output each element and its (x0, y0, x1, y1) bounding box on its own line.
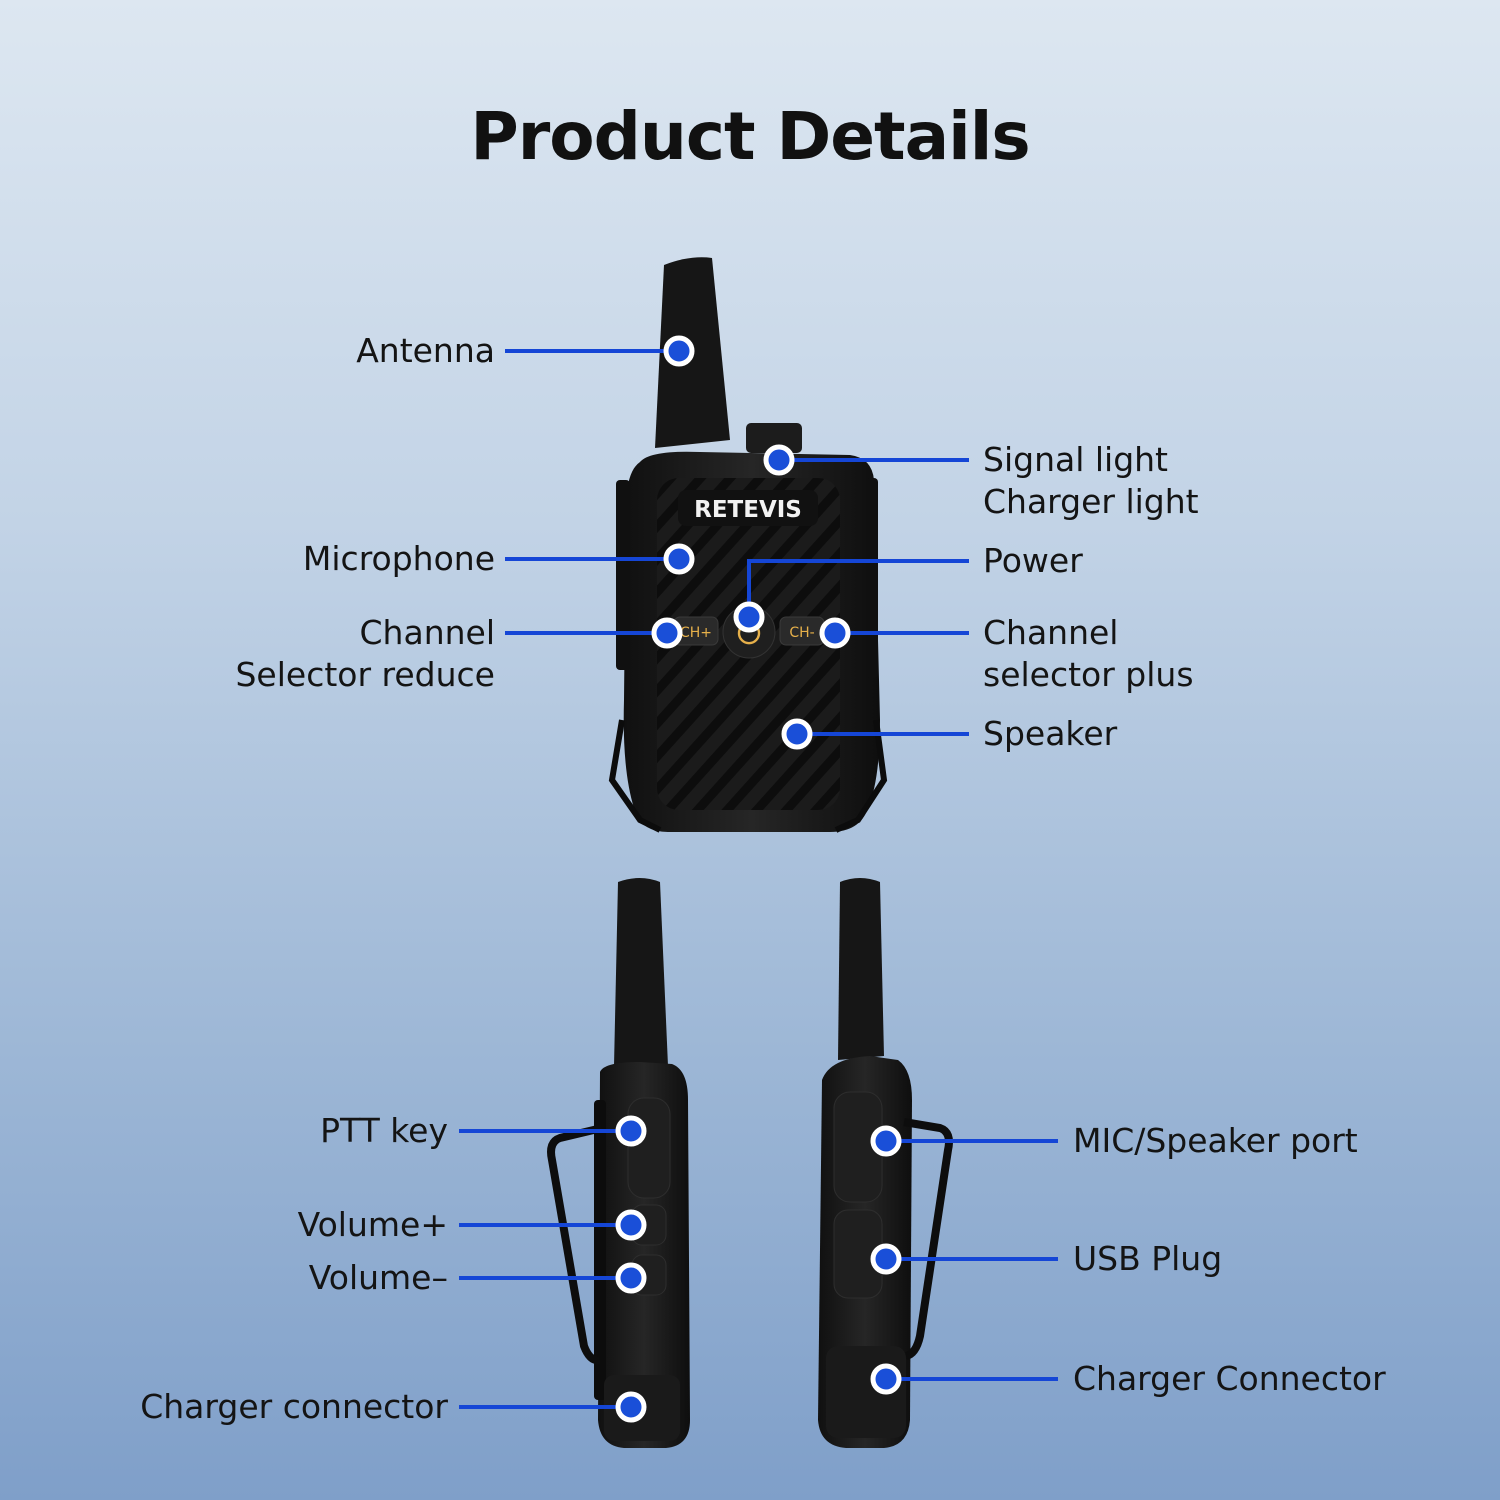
right-belt-clip (903, 1118, 953, 1360)
power-icon (737, 625, 761, 645)
label-left-charger: Charger connector (140, 1387, 448, 1426)
leader-lines (459, 349, 1058, 1409)
label-usb: USB Plug (1073, 1239, 1223, 1278)
dot-left-charger (615, 1391, 647, 1423)
ch-minus-key-label: CH- (789, 625, 814, 641)
dot-speaker (781, 718, 813, 750)
label-mic-port: MIC/Speaker port (1073, 1121, 1358, 1160)
ch-plus-key-label: CH+ (680, 625, 712, 641)
label-antenna: Antenna (356, 331, 495, 370)
right-antenna (838, 878, 884, 1060)
left-belt-clip (547, 1124, 603, 1365)
label-channel-right: Channel selector plus (983, 613, 1194, 694)
dot-volume-minus (615, 1262, 647, 1294)
dot-mic-port (870, 1125, 902, 1157)
dot-signal-light (763, 444, 795, 476)
label-speaker: Speaker (983, 714, 1118, 753)
top-knob (746, 423, 802, 453)
label-microphone: Microphone (302, 539, 495, 578)
marker-dots (615, 335, 902, 1423)
dot-volume-plus (615, 1209, 647, 1241)
leader-power (747, 559, 969, 617)
dot-antenna (663, 335, 695, 367)
label-right-charger: Charger Connector (1073, 1359, 1386, 1398)
label-channel-left: Channel Selector reduce (235, 613, 495, 694)
label-volume-plus: Volume+ (297, 1205, 448, 1244)
label-power: Power (983, 541, 1083, 580)
label-signal-light: Signal light Charger light (983, 440, 1199, 521)
dot-ptt (615, 1115, 647, 1147)
brand-logo: RETEVIS (694, 497, 802, 523)
label-volume-minus: Volume– (308, 1258, 448, 1297)
page-title: Product Details (470, 98, 1030, 175)
dot-usb (870, 1243, 902, 1275)
front-radio: RETEVIS CH+ CH- (608, 257, 888, 833)
dot-right-charger (870, 1363, 902, 1395)
dot-channel-left (651, 617, 683, 649)
right-side-radio (818, 878, 953, 1448)
ptt-key-shape[interactable] (627, 1097, 671, 1199)
brand-plate (678, 490, 818, 526)
dot-power (733, 601, 765, 633)
dot-microphone (663, 543, 695, 575)
label-ptt: PTT key (320, 1111, 448, 1150)
left-antenna (614, 878, 668, 1066)
left-side-radio (547, 878, 690, 1448)
dot-channel-right (819, 617, 851, 649)
